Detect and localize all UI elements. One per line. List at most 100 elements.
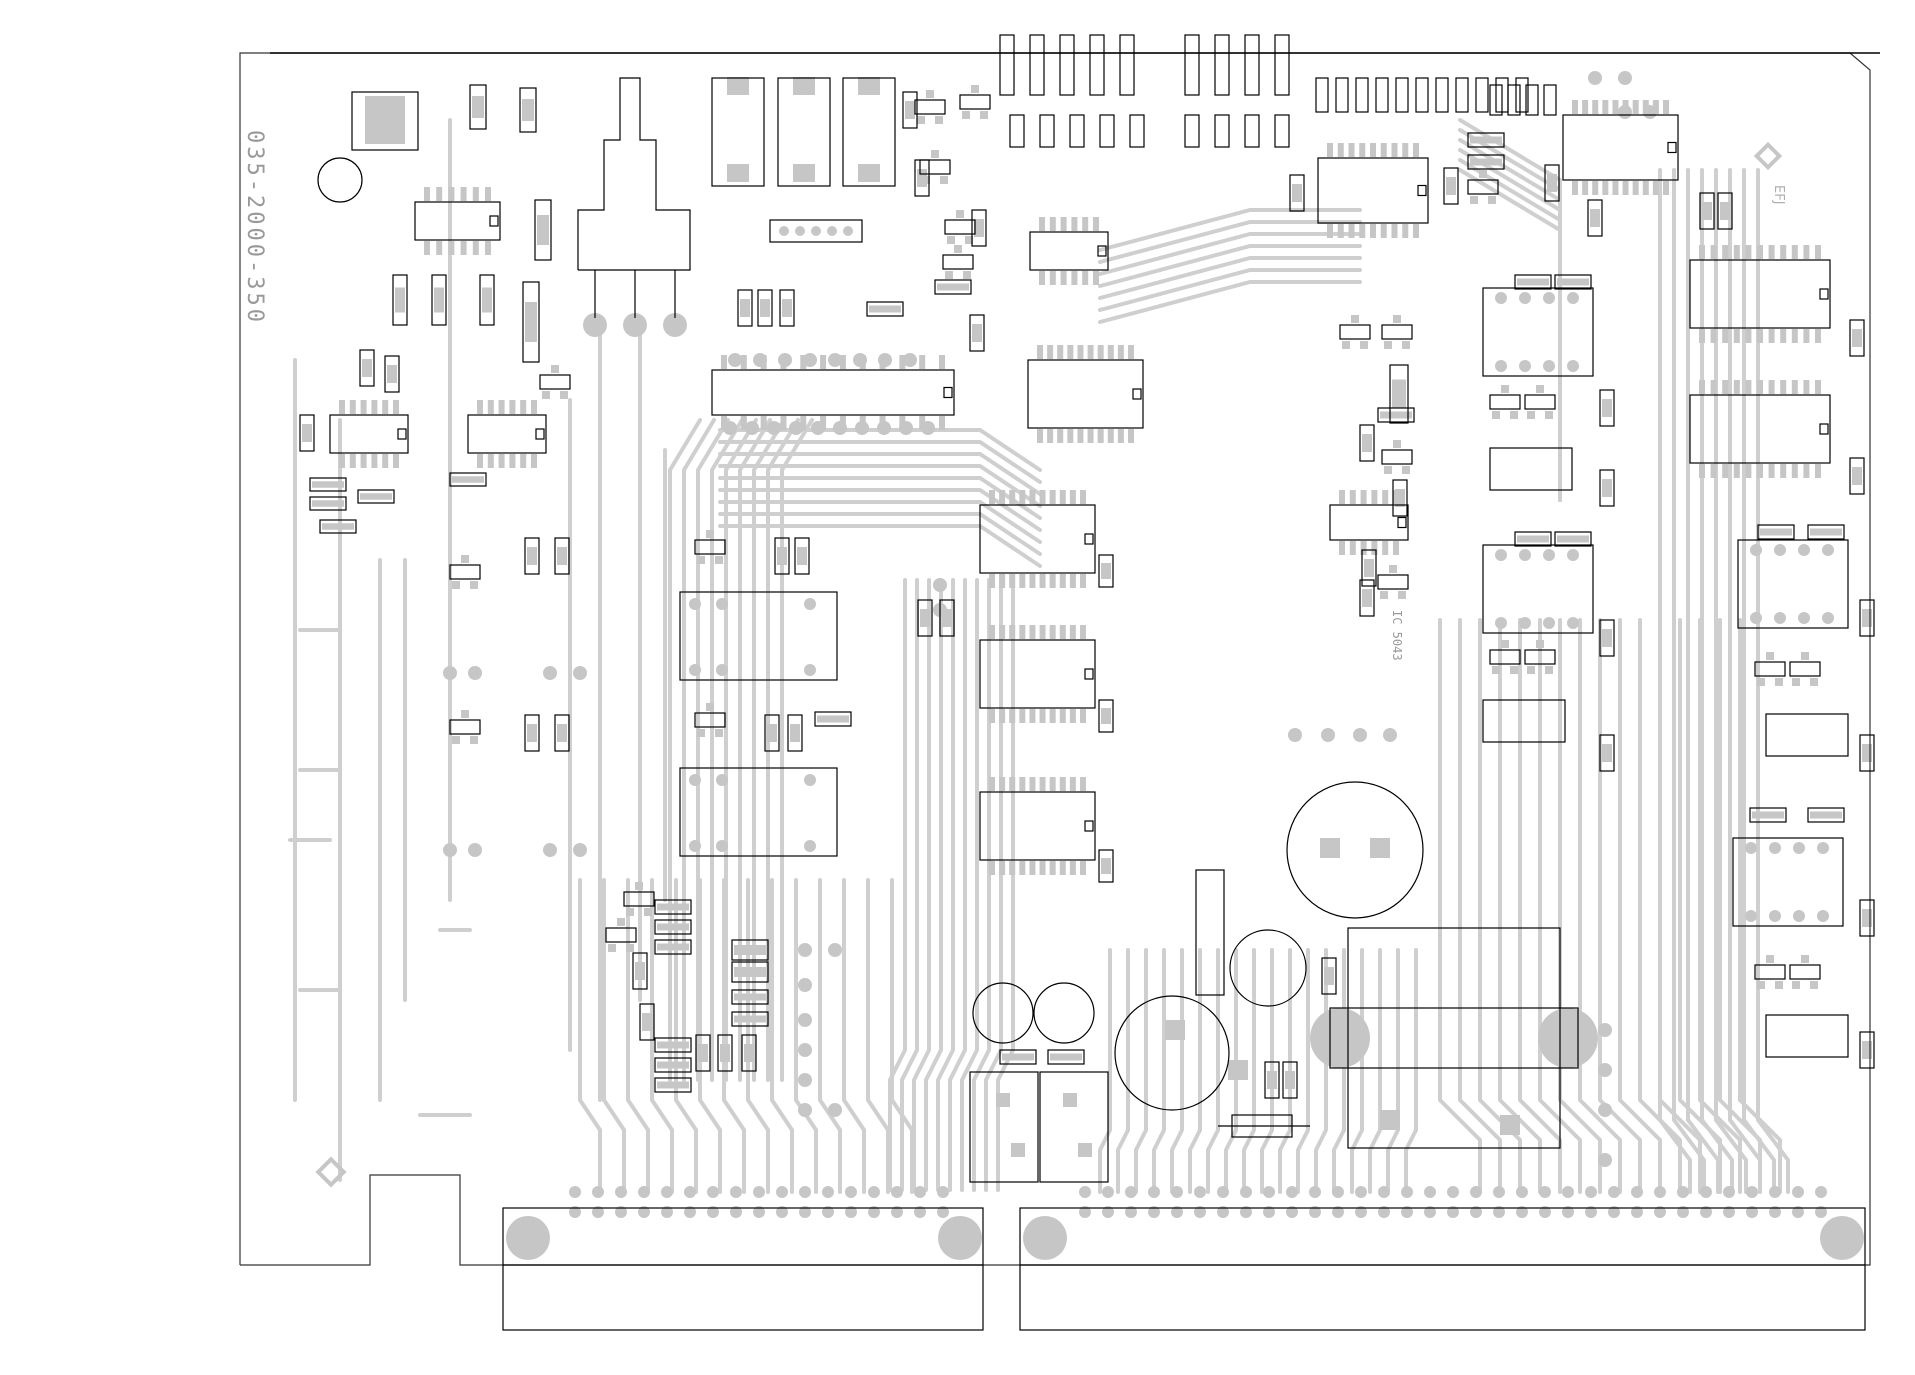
smd-pad bbox=[1050, 777, 1056, 791]
smd-pad bbox=[1380, 591, 1388, 599]
pad bbox=[543, 843, 557, 857]
pad bbox=[779, 226, 789, 236]
smd-pad bbox=[1536, 385, 1544, 393]
pad bbox=[1598, 1023, 1612, 1037]
smd-pad bbox=[1602, 181, 1608, 195]
smd-pad bbox=[1047, 429, 1053, 443]
smd-pad bbox=[1815, 329, 1821, 343]
smd-pad bbox=[1389, 565, 1397, 573]
pad bbox=[868, 1186, 880, 1198]
smd-pad bbox=[551, 365, 559, 373]
smd-pad bbox=[1803, 380, 1809, 394]
smd-pad bbox=[1040, 574, 1046, 588]
smd-pad bbox=[657, 1062, 689, 1069]
board-outline bbox=[240, 53, 1880, 1265]
smd-pad bbox=[1775, 981, 1783, 989]
trace bbox=[580, 880, 600, 1192]
smd-pad bbox=[470, 581, 478, 589]
smd-pad bbox=[557, 724, 567, 742]
pin1-notch bbox=[536, 429, 544, 439]
smd-pad bbox=[1060, 709, 1066, 723]
smd-pad bbox=[996, 1093, 1010, 1107]
pad bbox=[827, 226, 837, 236]
smd-pad bbox=[1050, 217, 1056, 231]
sot23-transistor bbox=[450, 565, 480, 579]
smd-pad bbox=[1071, 271, 1077, 285]
smd-pad bbox=[1093, 271, 1099, 285]
smd-pad bbox=[1711, 245, 1717, 259]
ic-soic bbox=[1318, 158, 1428, 223]
resistor bbox=[1100, 115, 1114, 147]
smd-pad bbox=[1623, 181, 1629, 195]
smd-pad bbox=[1572, 181, 1578, 195]
smd-pad bbox=[1384, 341, 1392, 349]
smd-pad bbox=[1702, 202, 1712, 220]
pad bbox=[1585, 1186, 1597, 1198]
pad bbox=[615, 1186, 627, 1198]
smd-pad bbox=[362, 359, 372, 377]
smd-pad bbox=[1080, 574, 1086, 588]
sot23-transistor bbox=[1382, 450, 1412, 464]
smd-pad bbox=[940, 176, 948, 184]
trace bbox=[1172, 950, 1182, 1192]
smd-pad bbox=[1780, 329, 1786, 343]
smd-pad bbox=[1009, 861, 1015, 875]
smd-pad bbox=[989, 709, 995, 723]
smd-pad bbox=[697, 556, 705, 564]
pad bbox=[789, 421, 803, 435]
trace bbox=[868, 880, 888, 1192]
smd-pad bbox=[1050, 1054, 1082, 1061]
smd-pad bbox=[657, 1042, 689, 1049]
pad bbox=[1102, 1186, 1114, 1198]
pad bbox=[689, 664, 701, 676]
smd-pad bbox=[365, 96, 405, 144]
sot23-transistor bbox=[1790, 662, 1820, 676]
smd-pad bbox=[740, 299, 750, 317]
smd-pad bbox=[1098, 345, 1104, 359]
smd-pad bbox=[339, 454, 345, 468]
pad bbox=[745, 421, 759, 435]
pad bbox=[1495, 617, 1507, 629]
smd-pad bbox=[1446, 177, 1456, 195]
sot23-transistor bbox=[1490, 650, 1520, 664]
smd-pad bbox=[858, 164, 880, 182]
smd-pad bbox=[793, 164, 815, 182]
smd-resistor bbox=[1396, 78, 1408, 112]
board-edge bbox=[240, 53, 1870, 1265]
smd-pad bbox=[1040, 625, 1046, 639]
pad bbox=[1148, 1186, 1160, 1198]
pad bbox=[689, 840, 701, 852]
pad bbox=[1567, 549, 1579, 561]
pad bbox=[1519, 549, 1531, 561]
smd-pad bbox=[1722, 245, 1728, 259]
smd-pad bbox=[1398, 591, 1406, 599]
smd-pad bbox=[1384, 466, 1392, 474]
smd-pad bbox=[1711, 380, 1717, 394]
resistor bbox=[1215, 115, 1229, 147]
smd-resistor bbox=[1356, 78, 1368, 112]
pad bbox=[1543, 617, 1555, 629]
smd-pad bbox=[470, 736, 478, 744]
trace bbox=[1460, 160, 1560, 500]
pad bbox=[1538, 1008, 1598, 1068]
smd-pad bbox=[537, 215, 549, 245]
smd-pad bbox=[1108, 429, 1114, 443]
smd-pad bbox=[1071, 217, 1077, 231]
pin1-notch bbox=[1820, 424, 1828, 434]
pad bbox=[1745, 910, 1757, 922]
smd-pad bbox=[1792, 678, 1800, 686]
smd-pad bbox=[720, 1044, 730, 1062]
pad bbox=[730, 1186, 742, 1198]
trace bbox=[1316, 950, 1326, 1192]
smd-pad bbox=[1393, 440, 1401, 448]
pad bbox=[1519, 292, 1531, 304]
smd-pad bbox=[797, 547, 807, 565]
smd-pad bbox=[1011, 1143, 1025, 1157]
pad bbox=[1567, 617, 1579, 629]
smd-pad bbox=[1118, 345, 1124, 359]
smd-pad bbox=[1395, 489, 1405, 507]
smd-pad bbox=[939, 416, 945, 430]
smd-pad bbox=[1060, 861, 1066, 875]
smd-resistor bbox=[1416, 78, 1428, 112]
smd-pad bbox=[1402, 341, 1410, 349]
